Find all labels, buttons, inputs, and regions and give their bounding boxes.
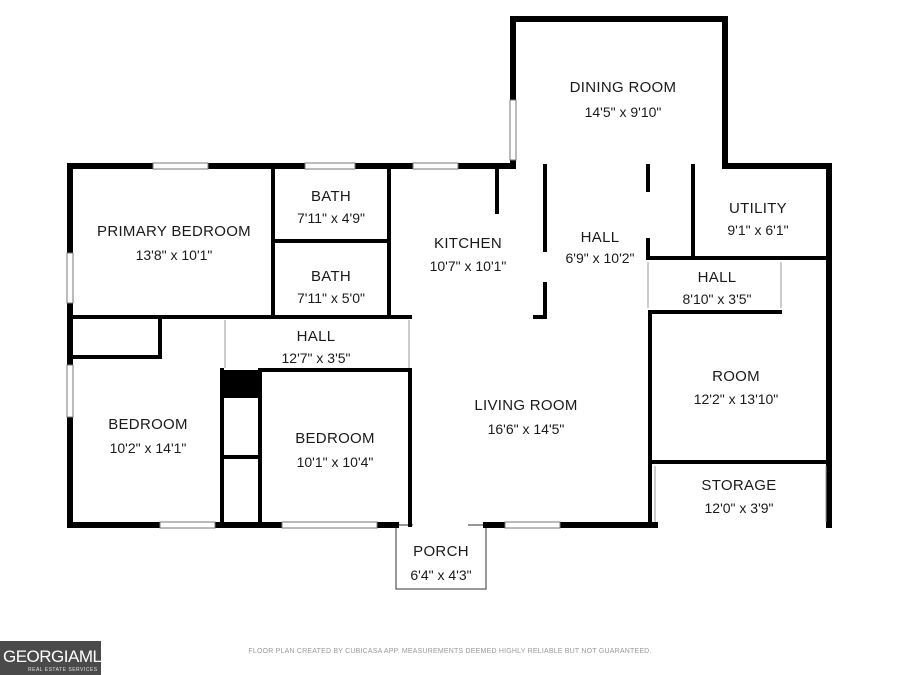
hall-left-dim: 12'7" x 3'5"	[281, 350, 351, 366]
hall-center-dim: 6'9" x 10'2"	[565, 250, 635, 266]
bedroom-2-dim: 10'1" x 10'4"	[296, 454, 374, 470]
hall-right-dim: 8'10" x 3'5"	[682, 291, 752, 307]
bedroom-1-dim: 10'2" x 14'1"	[109, 440, 187, 456]
hall-center-name: HALL	[580, 229, 620, 246]
disclaimer-text: FLOOR PLAN CREATED BY CUBICASA APP. MEAS…	[248, 648, 652, 655]
room-name: ROOM	[712, 368, 760, 385]
bedroom-2-name: BEDROOM	[295, 430, 375, 447]
hall-boundaries	[224, 262, 827, 522]
front-door-gap	[413, 521, 468, 529]
bath-1-name: BATH	[310, 188, 352, 205]
interior-walls	[68, 164, 831, 527]
logo-subtext: REAL ESTATE SERVICES	[28, 667, 98, 673]
logo-text: GEORGIAMLS	[3, 647, 113, 666]
bath-2-name: BATH	[310, 268, 352, 285]
windows	[66, 99, 561, 529]
storage-name: STORAGE	[701, 477, 777, 494]
georgia-mls-logo: GEORGIAMLS REAL ESTATE SERVICES	[0, 641, 113, 675]
dining-room-name: DINING ROOM	[569, 79, 677, 96]
storage-dim: 12'0" x 3'9"	[704, 500, 774, 516]
living-room-dim: 16'6" x 14'5"	[487, 421, 565, 437]
hall-right-name: HALL	[697, 269, 737, 286]
living-room-name: LIVING ROOM	[474, 397, 578, 414]
chimney-block	[222, 370, 260, 398]
kitchen-dim: 10'7" x 10'1"	[429, 258, 507, 274]
dining-room-dim: 14'5" x 9'10"	[584, 104, 662, 120]
porch-name: PORCH	[413, 543, 469, 560]
kitchen-name: KITCHEN	[434, 235, 502, 252]
hall-left-name: HALL	[296, 328, 336, 345]
bath-1-dim: 7'11" x 4'9"	[297, 210, 365, 226]
primary-bedroom-name: PRIMARY BEDROOM	[97, 223, 251, 240]
room-dim: 12'2" x 13'10"	[693, 391, 779, 407]
bath-2-dim: 7'11" x 5'0"	[297, 290, 365, 306]
porch-dim: 6'4" x 4'3"	[410, 567, 472, 583]
utility-name: UTILITY	[729, 200, 787, 217]
bedroom-1-name: BEDROOM	[108, 416, 188, 433]
utility-dim: 9'1" x 6'1"	[727, 222, 789, 238]
primary-bedroom-dim: 13'8" x 10'1"	[135, 247, 213, 263]
